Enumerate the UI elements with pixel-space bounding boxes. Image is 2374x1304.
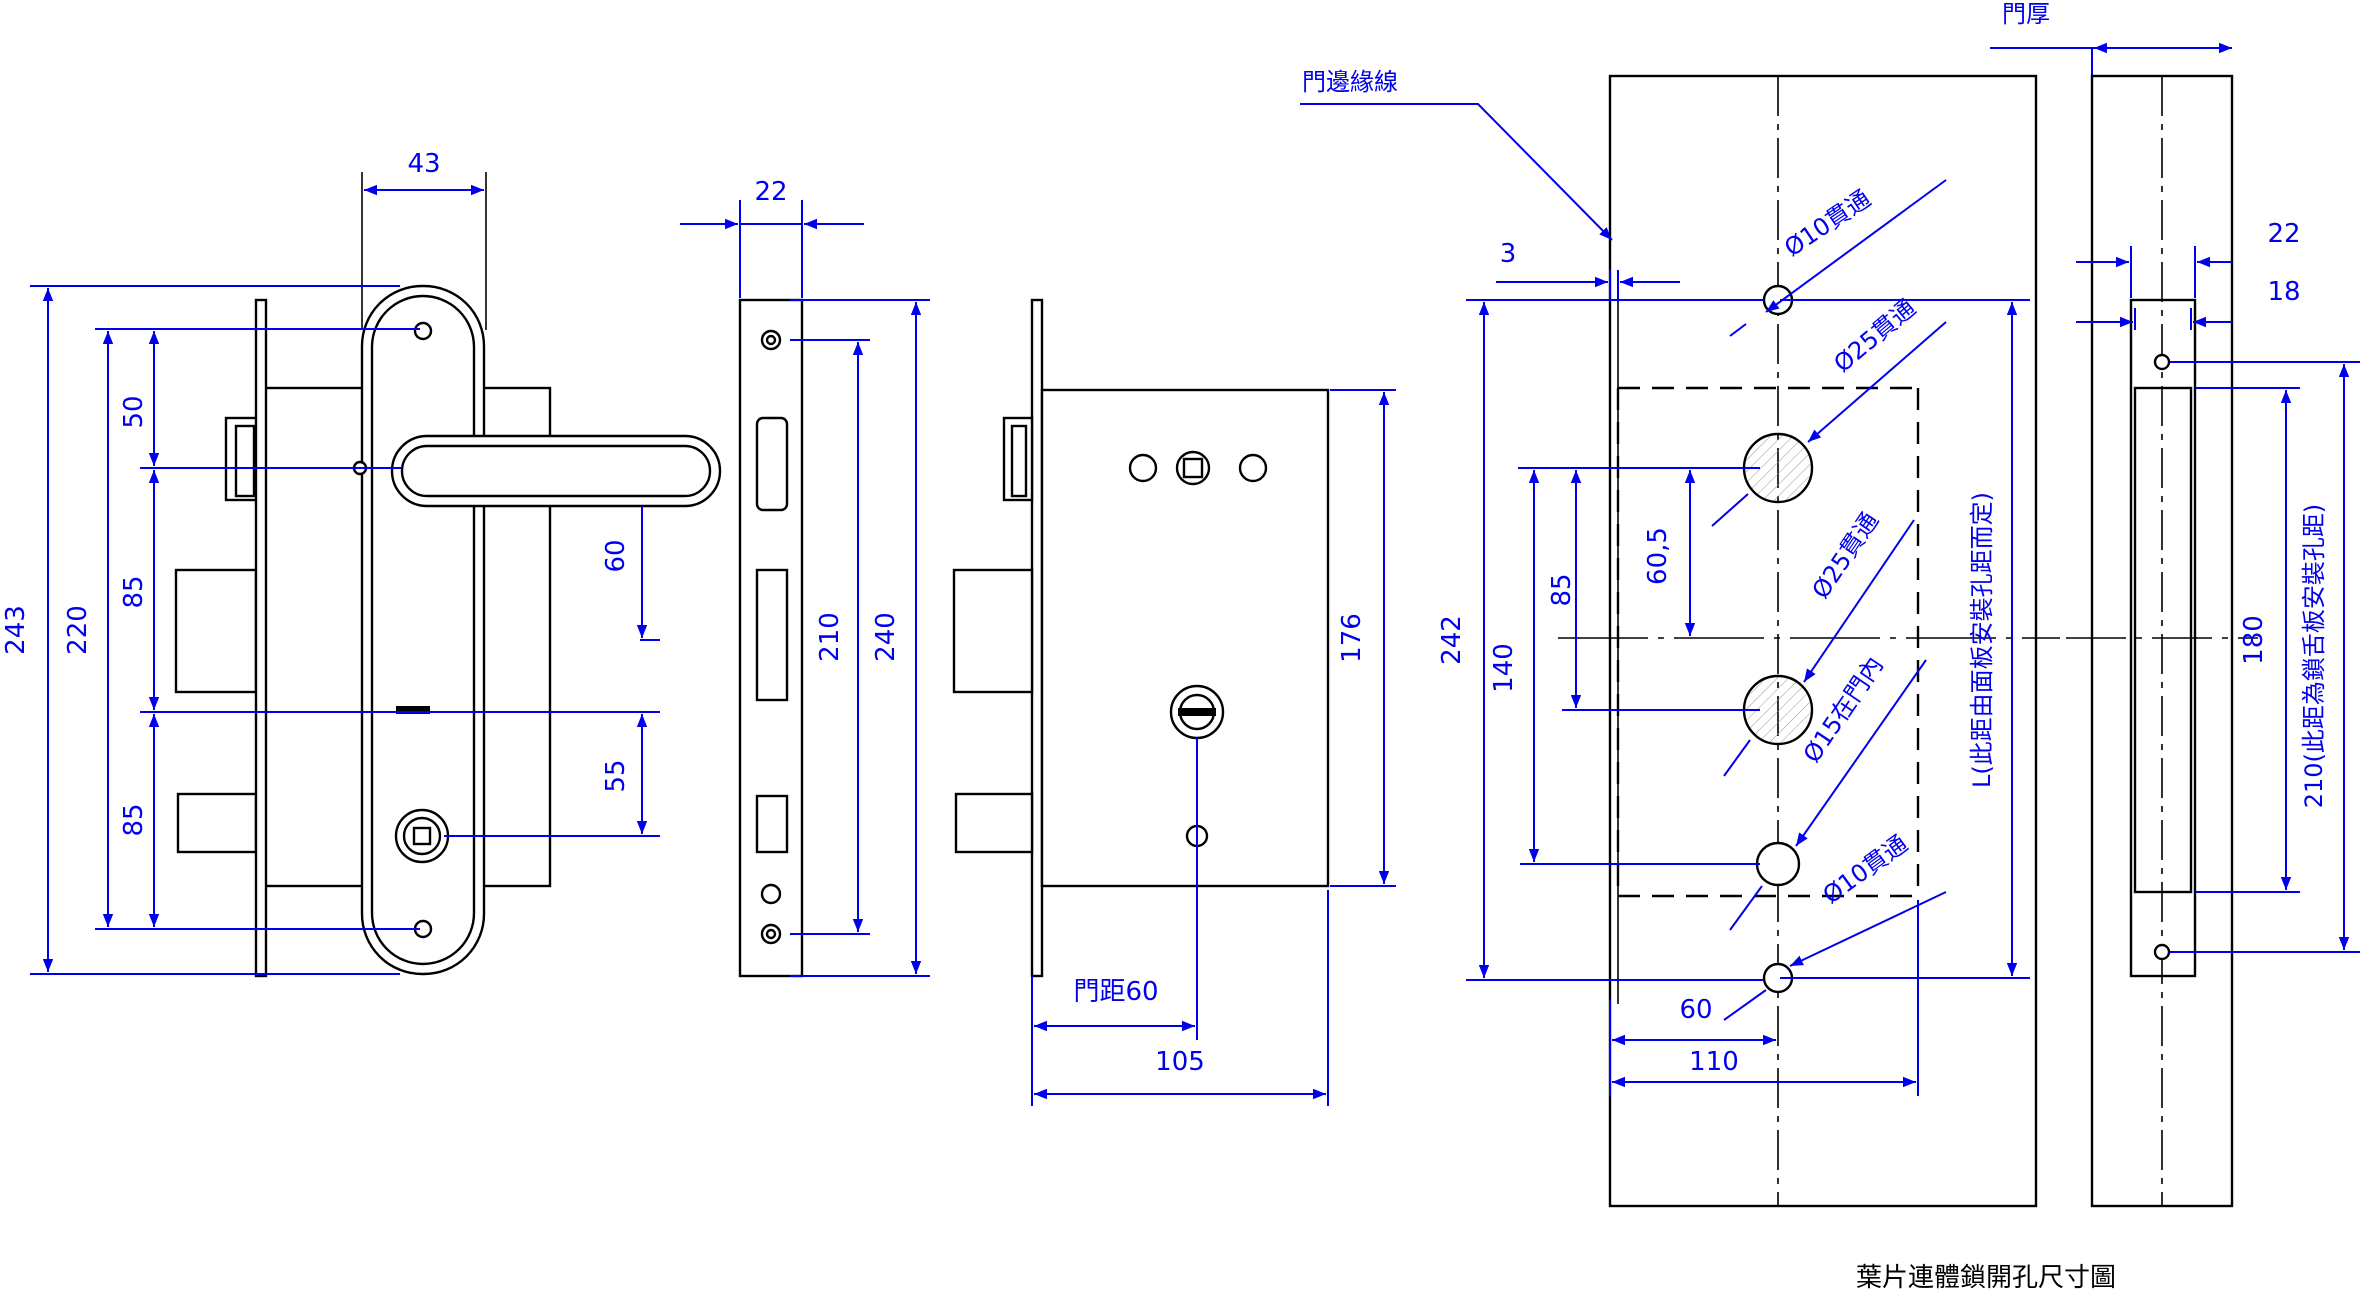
spindle-hole-left — [1128, 453, 1158, 483]
dim-3: 3 — [1500, 239, 1517, 269]
lever-handle — [390, 434, 722, 508]
bolt-slot — [755, 568, 789, 702]
edge-dim-210-note: 210(此距為鎖舌板安裝孔距) — [2300, 504, 2328, 809]
door-outline — [1608, 74, 2038, 1208]
deadbolt — [174, 568, 258, 694]
latch-bolt-slot — [755, 794, 789, 854]
dim-85-lower: 85 — [119, 803, 149, 836]
dim-door-60: 60 — [1679, 995, 1712, 1025]
dim-50: 50 — [119, 395, 149, 428]
faceplate-view: 22 210 240 — [680, 177, 930, 978]
dim-55: 55 — [601, 759, 631, 792]
edge-view: 22 18 180 210(此距為鎖舌板安裝孔距) — [2066, 74, 2360, 1208]
spindle-hole-right — [1238, 453, 1268, 483]
edge-dim-18: 18 — [2267, 277, 2300, 307]
dim-60-5: 60,5 — [1643, 527, 1673, 585]
latch-slot — [755, 416, 789, 512]
hole3-label: Ø25貫通 — [1807, 507, 1885, 603]
dim-140: 140 — [1489, 643, 1519, 693]
screw-top — [413, 321, 433, 341]
dim-backset-60: 門距60 — [1073, 977, 1158, 1007]
dim-60: 60 — [601, 539, 631, 572]
faceplate-side — [254, 298, 268, 978]
dim-22: 22 — [754, 177, 787, 207]
diagram-caption: 葉片連體鎖開孔尺寸圖 — [1856, 1263, 2116, 1293]
dim-243: 243 — [1, 605, 31, 655]
dim-220: 220 — [63, 605, 93, 655]
front-view: 43 243 220 50 85 85 60 55 — [1, 149, 722, 978]
dim-43: 43 — [407, 149, 440, 179]
dim-85-upper: 85 — [119, 575, 149, 608]
hole1-label: Ø10貫通 — [1779, 185, 1875, 263]
dim-L-note: L(此距由面板安裝孔距而定) — [1968, 492, 1996, 788]
hole-15 — [1755, 841, 1801, 887]
edge-dim-180: 180 — [2239, 615, 2269, 665]
dim-105: 105 — [1155, 1047, 1205, 1077]
spindle-square-hole — [1175, 450, 1211, 486]
dim-242: 242 — [1437, 615, 1467, 665]
hole5-label: Ø10貫通 — [1818, 830, 1913, 910]
latch-bolt — [176, 792, 258, 854]
hole2-label: Ø25貫通 — [1829, 294, 1922, 378]
edge-dim-22: 22 — [2267, 219, 2300, 249]
door-thickness-label: 門厚 — [2002, 0, 2050, 28]
body-faceplate — [1030, 298, 1044, 978]
dim-240: 240 — [871, 612, 901, 662]
dim-176: 176 — [1337, 613, 1367, 663]
dim-110: 110 — [1689, 1047, 1739, 1077]
body-mortise — [2133, 386, 2193, 894]
faceplate — [738, 298, 804, 978]
body-view: 176 門距60 105 — [952, 298, 1396, 1106]
dim-210: 210 — [815, 612, 845, 662]
door-edge-label: 門邊緣線 — [1302, 68, 1398, 96]
dim-85: 85 — [1547, 573, 1577, 606]
escutcheon-plate — [360, 284, 486, 976]
